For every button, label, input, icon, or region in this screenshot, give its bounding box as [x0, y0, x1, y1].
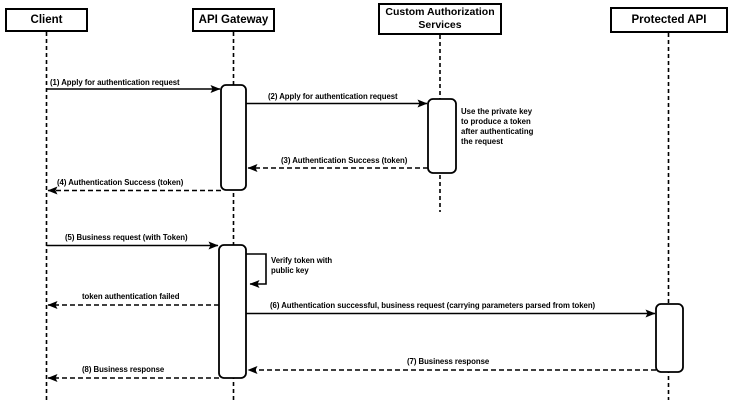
self-message-verify-token-arrow [246, 253, 267, 288]
actor-custom-authorization-services-label: Custom Authorization Services [385, 6, 495, 31]
message-token-failed-label: token authentication failed [82, 292, 180, 301]
activation-api-gateway-auth [220, 84, 247, 191]
actor-protected-api: Protected API [610, 7, 728, 33]
actor-api-gateway-label: API Gateway [198, 13, 269, 26]
message-3-label: (3) Authentication Success (token) [281, 156, 408, 165]
message-1-label: (1) Apply for authentication request [50, 78, 180, 87]
activation-protected-api [655, 303, 684, 373]
message-4-label: (4) Authentication Success (token) [57, 178, 184, 187]
actor-protected-api-label: Protected API [631, 13, 707, 26]
message-2-label: (2) Apply for authentication request [268, 92, 398, 101]
message-8-label: (8) Business response [82, 365, 165, 374]
message-6-label: (6) Authentication successful, business … [270, 301, 596, 310]
actor-client-label: Client [30, 13, 63, 26]
activation-custom-authorization-services [427, 98, 457, 174]
actor-api-gateway: API Gateway [192, 8, 275, 32]
message-5-label: (5) Business request (with Token) [65, 233, 188, 242]
self-message-verify-token-label: Verify token with public key [271, 256, 333, 275]
activation-api-gateway-business [218, 244, 247, 379]
actor-client: Client [5, 8, 88, 32]
actor-custom-authorization-services: Custom Authorization Services [378, 3, 502, 35]
message-7-label: (7) Business response [407, 357, 490, 366]
note-private-key: Use the private key to produce a token a… [461, 107, 534, 146]
